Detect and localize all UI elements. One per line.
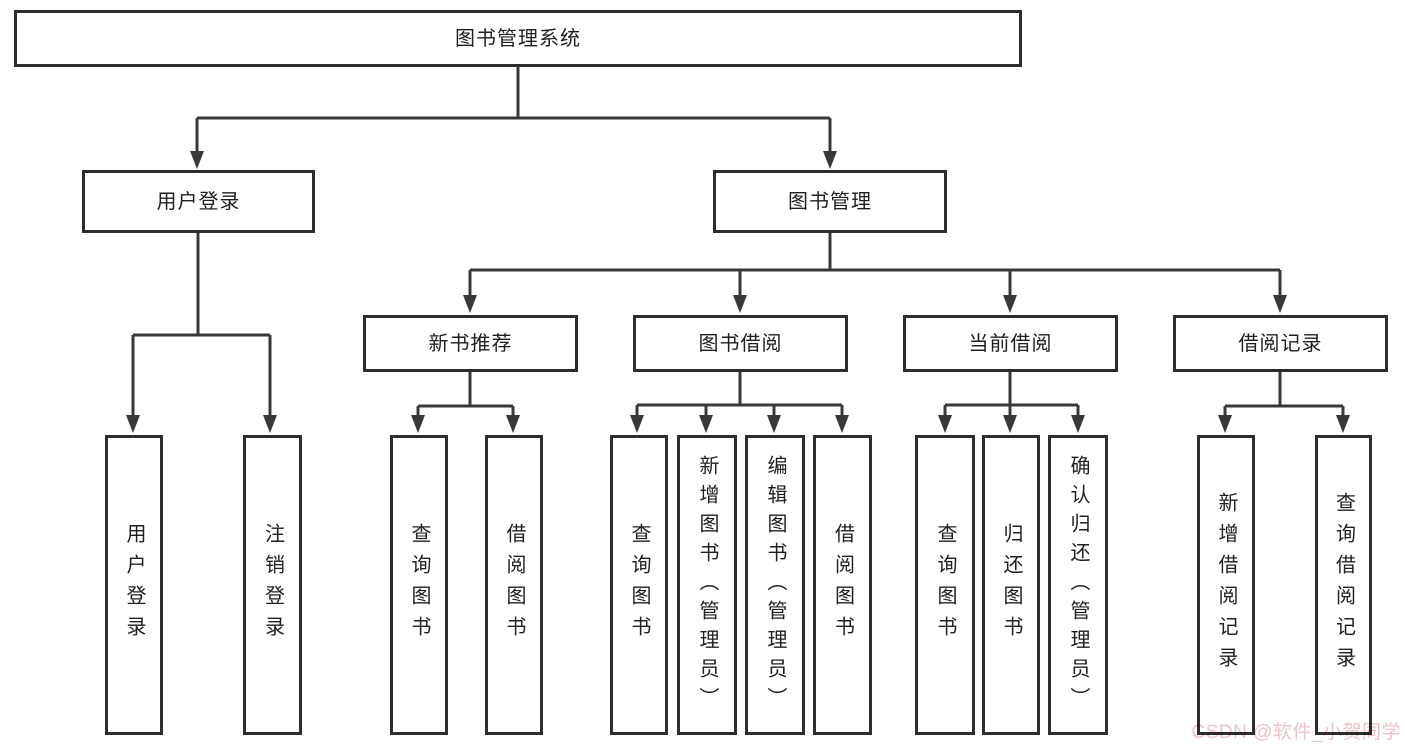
- leaf-borrow-books: 借阅图书: [485, 435, 543, 735]
- leaf-query-borrow-record: 查询借阅记录: [1315, 435, 1372, 735]
- leaf-logout: 注销登录: [243, 435, 302, 735]
- leaf-add-borrow-record: 新增借阅记录: [1197, 435, 1255, 735]
- leaf-query-books: 查询图书: [915, 435, 975, 735]
- leaf-add-books-admin: 新增图书（管理员）: [677, 435, 737, 735]
- edge-book-management-bus: [470, 233, 1280, 272]
- leaf-query-books: 查询图书: [610, 435, 668, 735]
- node-user-login: 用户登录: [82, 170, 315, 233]
- edge-root-bus: [197, 67, 830, 120]
- node-book-management: 图书管理: [713, 170, 947, 233]
- node-book-borrowing: 图书借阅: [633, 315, 848, 372]
- leaf-query-books: 查询图书: [390, 435, 448, 735]
- csdn-watermark: CSDN @软件_小贺同学: [1191, 722, 1401, 743]
- node-new-book-recommend: 新书推荐: [363, 315, 578, 372]
- node-current-borrowing: 当前借阅: [903, 315, 1118, 372]
- leaf-edit-books-admin: 编辑图书（管理员）: [745, 435, 805, 735]
- edge-borrow-record-bus: [1225, 372, 1343, 408]
- edge-current-borrow-bus: [945, 372, 1078, 407]
- edge-book-borrow-bus: [637, 372, 842, 407]
- node-library-management-system: 图书管理系统: [14, 10, 1022, 67]
- edge-new-book-bus: [418, 372, 513, 408]
- leaf-return-books: 归还图书: [982, 435, 1040, 735]
- leaf-confirm-return-admin: 确认归还（管理员）: [1048, 435, 1108, 735]
- leaf-borrow-books: 借阅图书: [813, 435, 872, 735]
- node-borrowing-record: 借阅记录: [1173, 315, 1388, 372]
- leaf-user-login: 用户登录: [105, 435, 163, 735]
- edge-user-login-bus: [133, 233, 270, 337]
